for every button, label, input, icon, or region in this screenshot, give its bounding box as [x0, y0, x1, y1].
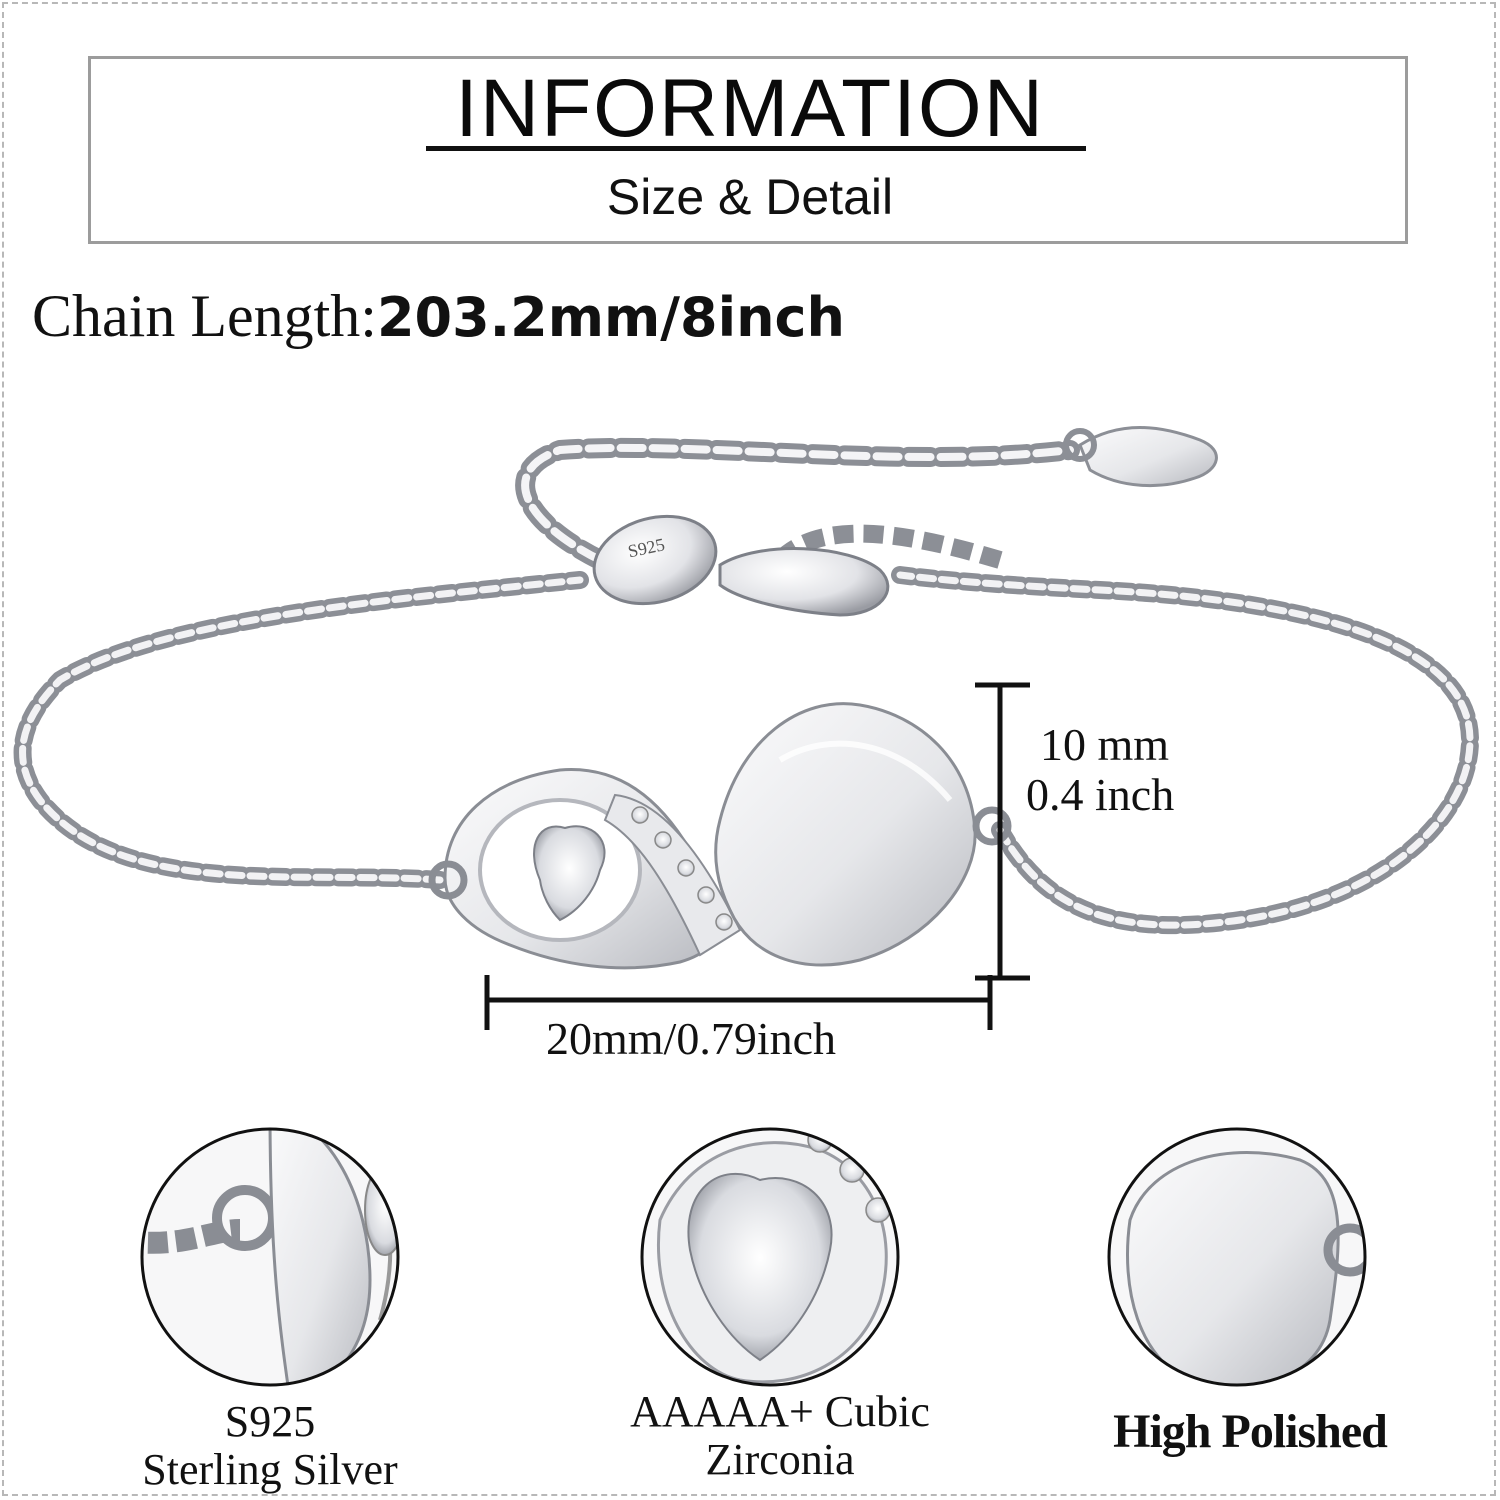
zoom-heart-gem: [687, 1172, 833, 1362]
caption-polished-line1: High Polished: [1113, 1405, 1388, 1458]
detail-circle-polished: [1107, 1127, 1367, 1387]
extender-heart-tag: [1078, 426, 1218, 487]
heart-gem: [533, 825, 606, 922]
width-label: 20mm/0.79inch: [546, 1013, 837, 1064]
caption-zirconia: AAAAA+ Cubic Zirconia: [580, 1388, 980, 1484]
chain-length-value: 203.2mm/8inch: [376, 286, 845, 349]
caption-silver-line1: S925: [224, 1397, 316, 1446]
caption-silver: S925 Sterling Silver: [100, 1398, 440, 1494]
page-subtitle: Size & Detail: [606, 169, 894, 225]
height-inch-label: 0.4 inch: [1026, 769, 1175, 820]
chain-length-label: Chain Length:: [32, 283, 377, 349]
pendant: [428, 702, 1012, 970]
polished-heart: [714, 702, 977, 967]
lobster-clasp: [718, 547, 890, 617]
detail-circle-silver: [140, 1127, 400, 1387]
chain-length: Chain Length:203.2mm/8inch: [32, 282, 845, 351]
caption-polished: High Polished: [1080, 1408, 1420, 1456]
caption-zirconia-line2: Zirconia: [705, 1435, 855, 1484]
header-box: [88, 56, 1408, 244]
s925-tag: [592, 514, 718, 606]
title-underline: [426, 146, 1086, 151]
detail-circle-zirconia: [640, 1127, 900, 1387]
height-mm-label: 10 mm: [1040, 719, 1170, 770]
caption-silver-line2: Sterling Silver: [142, 1445, 398, 1494]
page-title: INFORMATION: [455, 63, 1045, 154]
caption-zirconia-line1: AAAAA+ Cubic: [630, 1387, 930, 1436]
